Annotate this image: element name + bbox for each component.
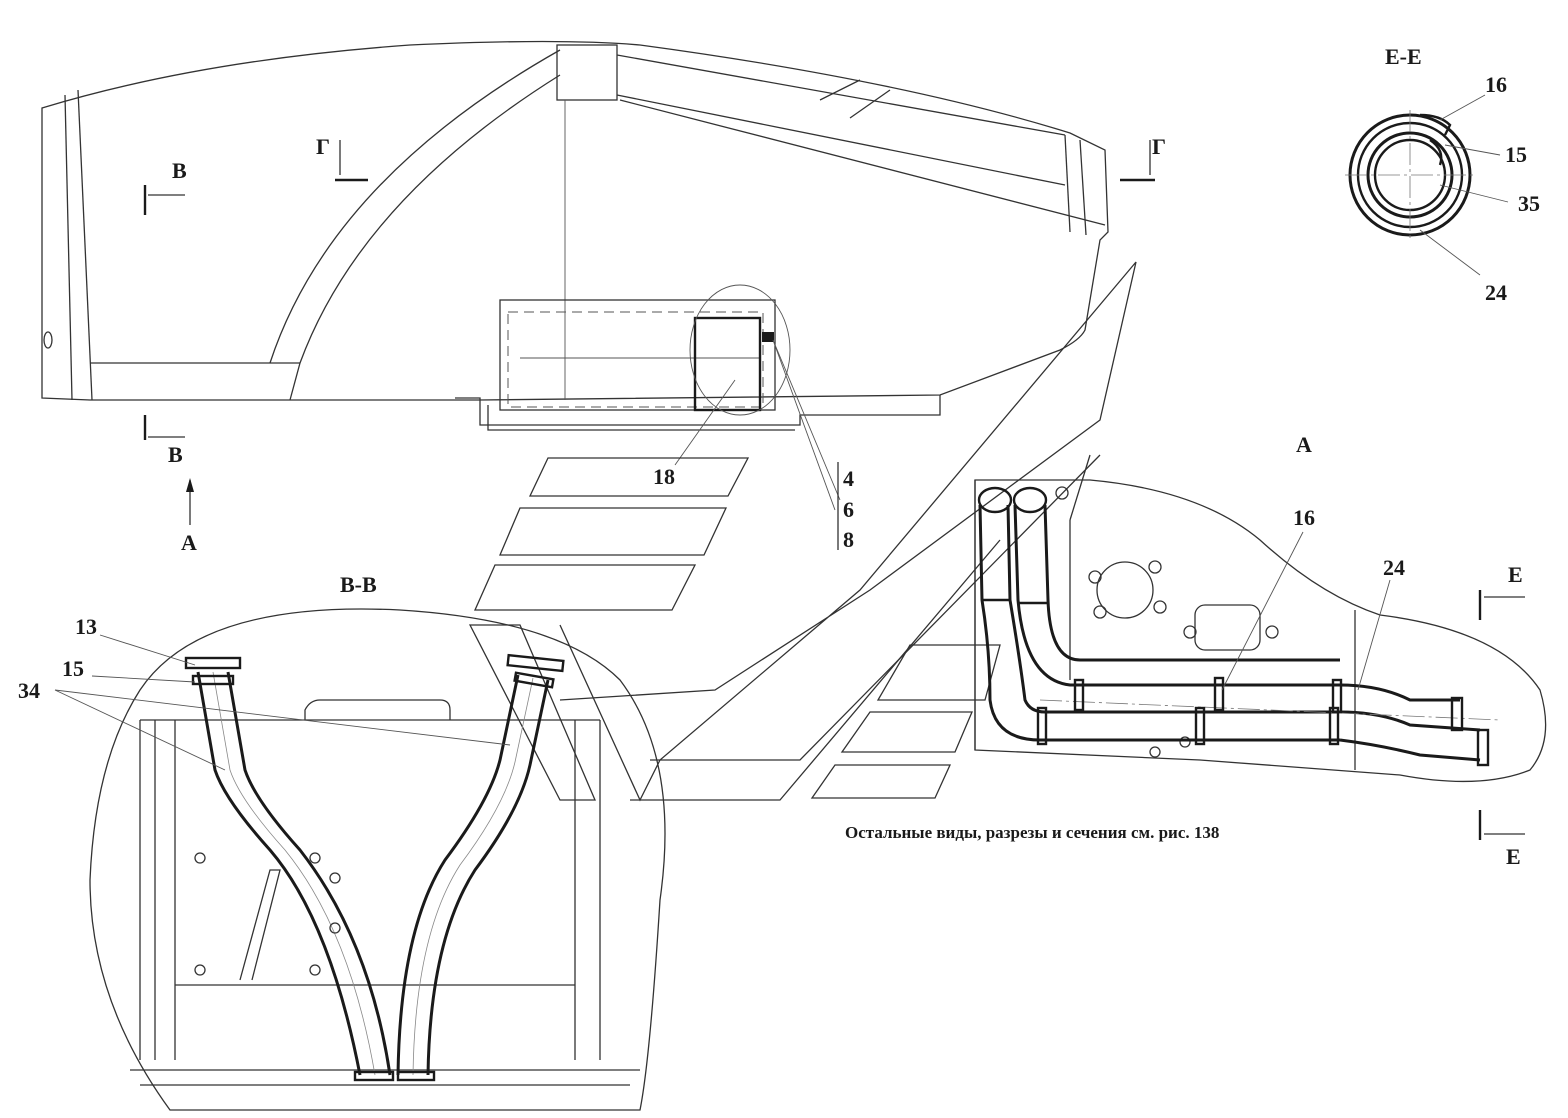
section-bands: [468, 261, 1137, 802]
section-ee: [1345, 94, 1509, 276]
callout-4: 4: [843, 466, 854, 491]
text-labels: В В Г Г А В-В Е-Е А Е Е 18 4 6 8 13 15 3…: [18, 44, 1540, 869]
callout-a-24: 24: [1383, 555, 1405, 580]
cut-e-bottom-label: Е: [1506, 844, 1521, 869]
callout-ee-35: 35: [1518, 191, 1540, 216]
section-vv: [54, 608, 666, 1111]
callout-vv-15: 15: [62, 656, 84, 681]
view-v-top-label: В: [172, 158, 187, 183]
main-side-view: [41, 40, 1155, 550]
callout-8: 8: [843, 527, 854, 552]
callout-ee-24: 24: [1485, 280, 1507, 305]
view-g-left-label: Г: [316, 134, 330, 159]
callout-vv-13: 13: [75, 614, 97, 639]
callout-ee-15: 15: [1505, 142, 1527, 167]
view-a: [974, 454, 1547, 840]
cut-e-top-label: Е: [1508, 562, 1523, 587]
reference-note: Остальные виды, разрезы и сечения см. ри…: [845, 823, 1219, 842]
callout-a-16: 16: [1293, 505, 1315, 530]
view-a-label: А: [1296, 432, 1312, 457]
arrow-a-label: А: [181, 530, 197, 555]
callout-18: 18: [653, 464, 675, 489]
view-v-bottom-label: В: [168, 442, 183, 467]
callout-ee-16: 16: [1485, 72, 1507, 97]
view-g-right-label: Г: [1152, 134, 1166, 159]
callout-vv-34: 34: [18, 678, 40, 703]
section-vv-label: В-В: [340, 572, 377, 597]
callout-6: 6: [843, 497, 854, 522]
section-ee-label: Е-Е: [1385, 44, 1422, 69]
